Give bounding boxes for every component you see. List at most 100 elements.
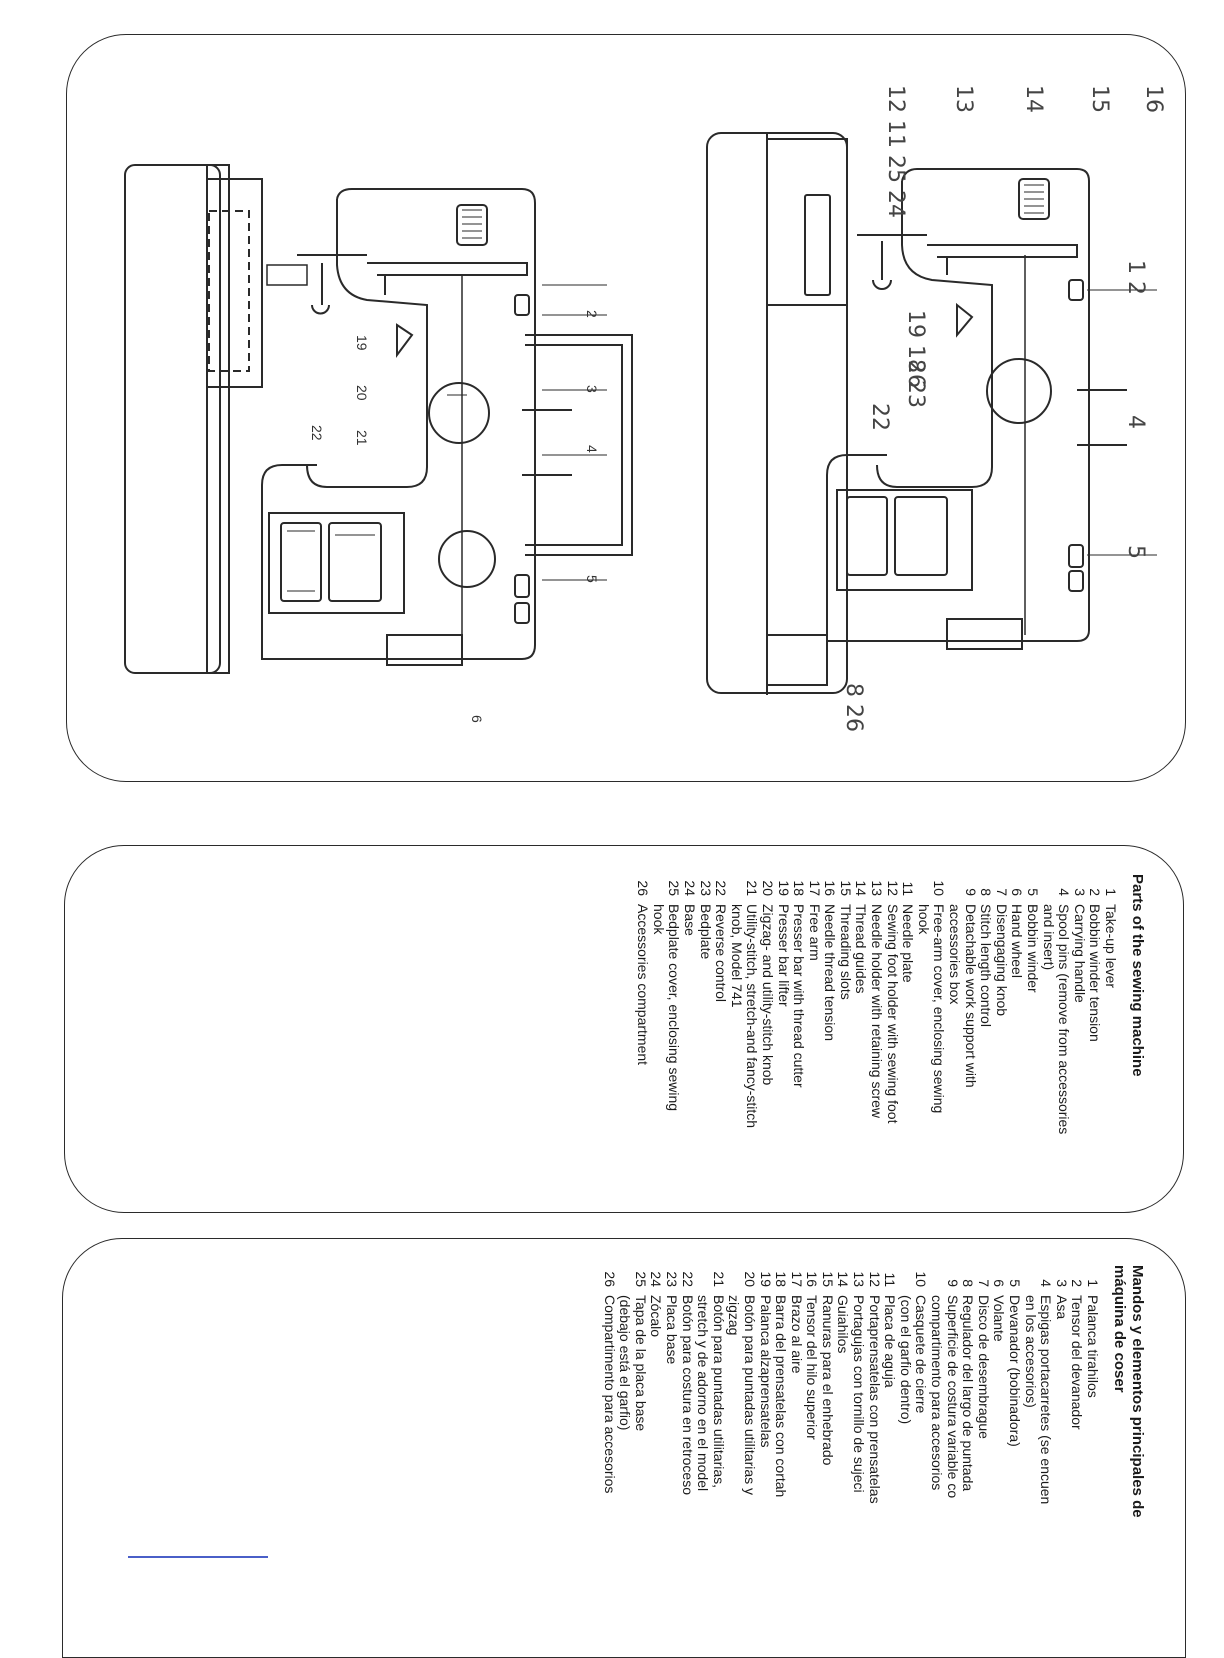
spanish-item-number: 24 (648, 1271, 665, 1287)
english-item-number: 21 (744, 880, 761, 896)
english-item-text: Bobbin winder (1025, 904, 1042, 993)
right-handwritten-numbers: 1 2 4 5 8 26 19 18 23 26 22 16 15 14 13 … (841, 85, 1166, 732)
spanish-item-text: Disco de desembrague (975, 1295, 992, 1439)
spanish-item-text: Brazo al aire (788, 1295, 805, 1374)
spanish-item-text: Compartimento para accesorios (601, 1295, 618, 1494)
hw-16: 16 (1141, 85, 1166, 113)
spanish-item-text: Superficie de costura variable co compar… (929, 1295, 961, 1499)
english-item-number: 1 (1103, 888, 1119, 896)
hw-15: 15 (1087, 85, 1112, 113)
english-item-text: Spool pins (remove from accessories and … (1040, 904, 1073, 1135)
spanish-item-text: Regulador del largo de puntada (960, 1295, 977, 1492)
hw-22: 22 (867, 403, 892, 431)
hw-26: 26 (903, 360, 928, 388)
english-item-text: Bedplate (697, 904, 714, 960)
spanish-item-number: 21 (710, 1271, 727, 1287)
english-item-number: 26 (635, 880, 652, 896)
callout-20: 20 (354, 385, 370, 401)
english-item-number: 13 (869, 880, 886, 896)
english-item-number: 24 (681, 880, 698, 896)
spanish-item-number: 15 (819, 1271, 836, 1287)
spanish-item-number: 23 (663, 1271, 680, 1287)
english-item-text: Thread guides (853, 904, 870, 994)
english-item-number: 17 (806, 880, 823, 896)
hw-8-26: 8 26 (841, 683, 866, 732)
english-item-text: Sewing foot holder with sewing foot (884, 904, 901, 1124)
english-item-number: 7 (993, 888, 1010, 896)
english-item-number: 22 (713, 880, 730, 896)
english-item-number: 12 (884, 880, 901, 896)
right-machine-drawing (706, 132, 1157, 695)
hw-12-11-25-24: 12 11 25 24 (883, 85, 908, 218)
english-item-text: Needle holder with retaining screw (869, 904, 886, 1118)
callout-21: 21 (354, 430, 370, 446)
spanish-item-number: 7 (975, 1279, 992, 1287)
spanish-parts-list: Mandos y elementos principales de máquin… (601, 1265, 1146, 1518)
english-item-number: 9 (962, 888, 979, 896)
english-item-number: 20 (759, 880, 776, 896)
english-item-number: 6 (1009, 888, 1026, 896)
spanish-item-text: Placa base (663, 1295, 680, 1365)
spanish-item-text: Tensor del devanador (1069, 1295, 1086, 1430)
english-item-text: Needle plate (900, 904, 917, 983)
english-item-number: 11 (900, 881, 917, 896)
spanish-item-text: Barra del prensatelas con cortah (773, 1295, 790, 1498)
spanish-item-text: Portaprensatelas con prensatelas (866, 1295, 883, 1504)
left-callout-numbers: 2 3 4 5 6 19 20 21 22 (309, 310, 600, 723)
english-item-text: Bobbin winder tension (1087, 904, 1104, 1042)
english-item-number: 15 (837, 880, 854, 896)
spanish-item-number: 20 (741, 1271, 758, 1287)
english-item-text: Carrying handle (1071, 904, 1088, 1003)
spanish-title: Mandos y elementos principales de máquin… (1110, 1265, 1146, 1518)
spanish-title-line1: Mandos y elementos principales de (1129, 1265, 1146, 1518)
english-item-number: 14 (853, 880, 870, 896)
spanish-item-number: 22 (679, 1271, 696, 1287)
spanish-item-text: Casquete de cierre (con el garfio dentro… (897, 1295, 930, 1425)
callout-3: 3 (584, 385, 600, 393)
english-item-text: Zigzag- and utility-stitch knob (759, 904, 776, 1086)
spanish-item-text: Volante (991, 1295, 1008, 1342)
callout-2: 2 (584, 310, 600, 318)
spanish-title-line2: máquina de coser (1111, 1265, 1128, 1393)
spanish-item-text: Tensor del hilo superior (804, 1295, 821, 1440)
spanish-item-text: Espigas portacarretes (se encuen en los … (1022, 1295, 1055, 1505)
english-item-text: Take-up lever (1103, 904, 1119, 989)
spanish-item-text: Ranuras para el enhebrado (819, 1295, 836, 1466)
english-item-number: 19 (775, 880, 792, 896)
english-item-text: Presser bar lifter (775, 904, 792, 1007)
spanish-item-text: Botón para costura en retroceso (679, 1295, 696, 1496)
english-item-text: Accessories compartment (635, 904, 652, 1066)
english-item-number: 4 (1056, 888, 1073, 896)
english-item-text: Hand wheel (1009, 904, 1026, 978)
spanish-item-number: 16 (804, 1271, 821, 1287)
spanish-item-text: Botón para puntadas utilitarias, stretch… (695, 1295, 727, 1492)
